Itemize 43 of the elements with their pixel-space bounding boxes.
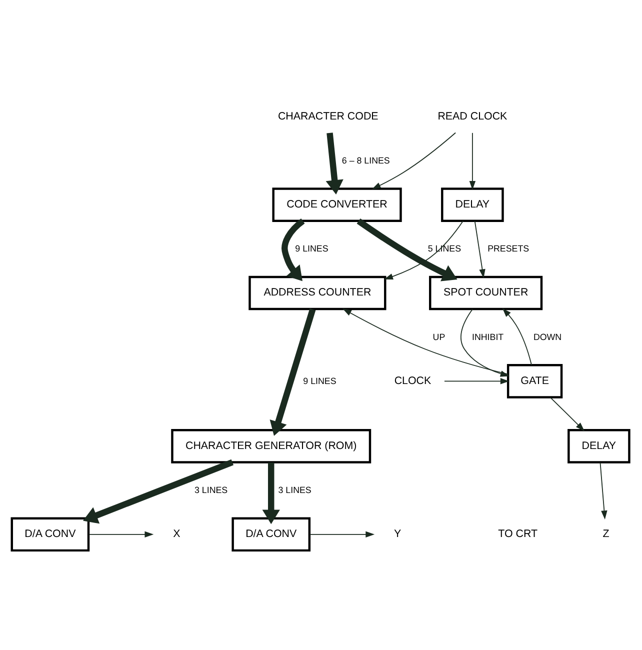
node-box: CHARACTER GENERATOR (ROM) xyxy=(171,428,372,463)
edge-label: INHIBIT xyxy=(472,331,504,342)
arrow xyxy=(502,308,532,365)
arrow xyxy=(356,218,458,281)
arrow xyxy=(444,378,510,384)
edge-label: 6 – 8 LINES xyxy=(342,154,390,165)
node-box: CODE CONVERTER xyxy=(272,187,402,222)
arrow xyxy=(372,132,456,189)
node-box: DELAY xyxy=(441,187,504,222)
arrow xyxy=(469,132,476,190)
node-text: Y xyxy=(394,528,402,540)
edge-label: 3 LINES xyxy=(278,484,312,494)
arrow xyxy=(384,220,464,280)
node-box: D/A CONV xyxy=(10,516,90,552)
node-box: SPOT COUNTER xyxy=(429,275,543,310)
node-text: READ CLOCK xyxy=(438,110,508,122)
edge-label: 3 LINES xyxy=(194,484,228,494)
arrow xyxy=(270,308,316,436)
arrow xyxy=(82,458,234,524)
edge-label: DOWN xyxy=(533,331,562,342)
node-text: X xyxy=(173,528,180,540)
node-box: GATE xyxy=(506,364,563,398)
node-box: ADDRESS COUNTER xyxy=(248,275,386,310)
arrow xyxy=(309,530,375,538)
node-text: CHARACTER CODE xyxy=(278,110,378,122)
arrow xyxy=(474,220,486,278)
edge-label: 9 LINES xyxy=(295,243,328,254)
edge-label: UP xyxy=(432,331,446,342)
arrow xyxy=(342,308,508,374)
node-text: Z xyxy=(602,528,610,540)
arrow xyxy=(326,132,344,194)
arrow xyxy=(282,218,305,281)
node-box: D/A CONV xyxy=(232,516,311,552)
arrow xyxy=(550,396,585,431)
arrow xyxy=(88,530,154,538)
node-text: CLOCK xyxy=(394,374,432,386)
node-box: DELAY xyxy=(568,428,630,463)
edge-label: 9 LINES xyxy=(303,375,336,386)
edge-label: PRESETS xyxy=(488,243,530,254)
label: TO CRT xyxy=(498,528,538,540)
arrow xyxy=(262,462,280,524)
arrow xyxy=(600,462,608,520)
arrow xyxy=(460,308,510,376)
